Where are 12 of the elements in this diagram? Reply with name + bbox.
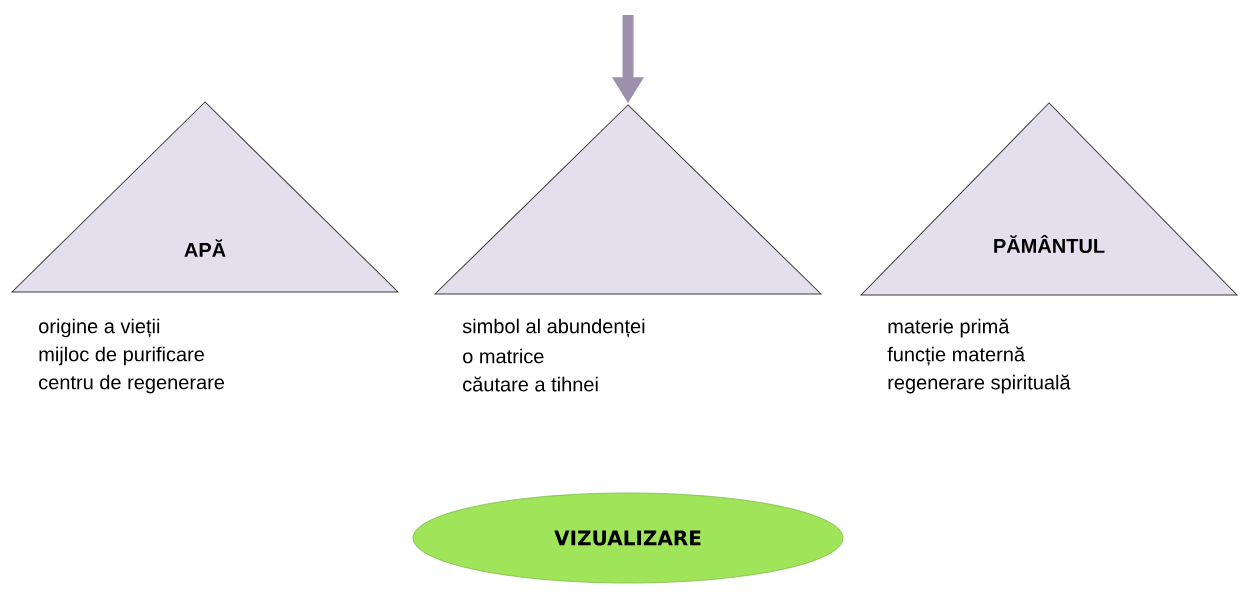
beside-text: funcție maternă (887, 346, 1026, 366)
triangle (434, 104, 822, 295)
beside-text: regenerare spirituală (888, 374, 1071, 394)
beside-text: o matrice (463, 348, 544, 364)
beside-text: căutare a tihnei (463, 376, 598, 392)
beside-text: materie primă (888, 318, 1010, 338)
triangle: APĂ (11, 101, 399, 293)
beside-text: origine a vieții (39, 318, 160, 338)
beside-text: centru de regenerare (39, 374, 225, 394)
beside-text: mijloc de purificare (39, 346, 204, 366)
triangle: PĂMÂNTUL (860, 102, 1238, 296)
beside-text: simbol al abundenței (462, 318, 645, 338)
